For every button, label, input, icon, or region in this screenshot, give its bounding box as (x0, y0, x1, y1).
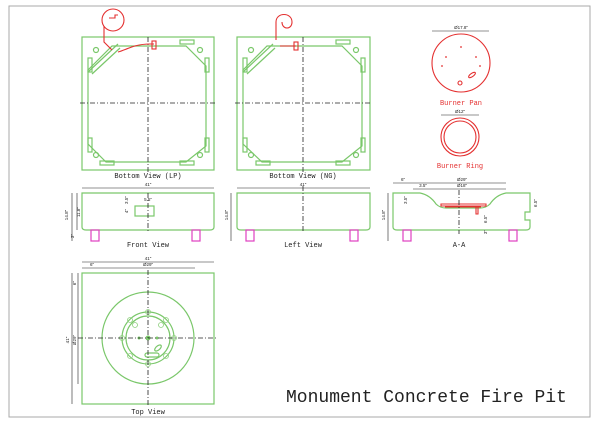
label-bottom-view-ng: Bottom View (NG) (269, 173, 336, 181)
dim-sec-foot: 3" (483, 230, 488, 235)
dim-top-width: 41" (145, 256, 152, 261)
label-front-view: Front View (127, 242, 170, 250)
dim-sec-depth: 3.5" (403, 196, 408, 204)
section-a-a: 6" Ø29" 3.5" Ø18" 14.8" 3.5" 6.5" 6.5" 3… (381, 177, 538, 250)
front-view: 41" 14.8" 11.8" 3" 5.5" 3.5" 4" Front Vi… (64, 182, 215, 250)
dim-sec-step: 3.5" (419, 183, 427, 188)
drawing-title: Monument Concrete Fire Pit (286, 388, 567, 408)
bottom-view-lp: Bottom View (LP) (80, 8, 216, 181)
left-view: 41" 14.8" Left View (224, 182, 371, 250)
dim-top-edge-v: 6" (72, 281, 77, 286)
dim-front-inner: 11.8" (76, 207, 81, 217)
dim-sec-edge: 6" (401, 177, 406, 182)
dim-sec-side: 6.5" (533, 199, 538, 207)
label-section-a-a: A-A (453, 242, 466, 250)
dim-sec-mid: 6.5" (483, 215, 488, 223)
dim-sec-outer: Ø29" (457, 177, 468, 182)
sheet-border (8, 5, 591, 418)
dim-top-outer-v: Ø29" (72, 335, 77, 346)
dim-front-foot: 3" (70, 234, 75, 239)
regulator-detail (101, 8, 125, 32)
top-view: 41" 6" Ø29" 41" Ø29" 6" Top View (65, 256, 218, 417)
dim-front-height: 14.8" (64, 209, 69, 220)
dim-front-opening-w: 5.5" (144, 197, 152, 202)
dim-ring-diameter: Ø12" (455, 109, 466, 114)
dim-pan-diameter: Ø17.8" (454, 25, 468, 30)
label-burner-ring: Burner Ring (437, 163, 483, 171)
dim-top-edge: 6" (90, 262, 95, 267)
dim-top-outer: Ø29" (143, 262, 154, 267)
label-top-view: Top View (131, 409, 165, 417)
burner-ring: Ø12" Burner Ring (437, 109, 483, 171)
dim-front-h2: 4" (124, 209, 129, 214)
dim-front-h1: 3.5" (124, 196, 129, 204)
dim-sec-height: 14.8" (381, 209, 386, 220)
dim-left-width: 41" (300, 182, 307, 187)
dim-front-width: 41" (145, 182, 152, 187)
label-left-view: Left View (284, 242, 323, 250)
label-bottom-view-lp: Bottom View (LP) (114, 173, 181, 181)
dim-sec-inner: Ø18" (457, 183, 468, 188)
dim-top-depth: 41" (65, 336, 70, 343)
dim-left-height: 14.8" (224, 209, 229, 220)
bottom-view-ng: Bottom View (NG) (235, 13, 372, 181)
label-burner-pan: Burner Pan (440, 100, 482, 108)
burner-pan: Ø17.8" Burner Pan (431, 25, 491, 108)
